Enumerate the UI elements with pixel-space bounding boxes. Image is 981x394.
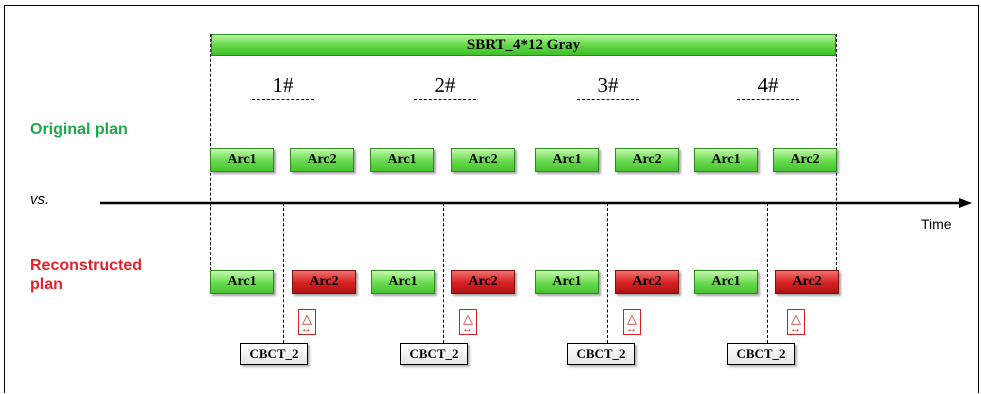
delta-shift-icon: △↔ [787, 309, 805, 335]
fraction-underline-2 [414, 99, 476, 100]
cbct-dashed-line-4 [767, 203, 768, 343]
reconstructed-arc2-fraction4: Arc2 [775, 270, 839, 294]
fractionation-banner: SBRT_4*12 Gray [211, 34, 836, 56]
diagram-frame [4, 5, 979, 393]
cbct-box-4: CBCT_2 [727, 343, 795, 365]
delta-shift-icon: △↔ [298, 309, 316, 335]
reconstructed-arc1-fraction2: Arc1 [371, 270, 435, 294]
fraction-underline-4 [737, 99, 799, 100]
original-arc2-fraction3: Arc2 [615, 148, 679, 172]
fraction-label-2: 2# [434, 73, 456, 97]
fraction-label-1: 1# [272, 73, 294, 97]
fraction-underline-1 [252, 99, 314, 100]
reconstructed-arc1-fraction1: Arc1 [210, 270, 274, 294]
original-plan-label: Original plan [30, 121, 128, 138]
reconstructed-arc2-fraction3: Arc2 [615, 270, 679, 294]
reconstructed-arc1-fraction4: Arc1 [694, 270, 758, 294]
fraction-underline-3 [577, 99, 639, 100]
original-arc2-fraction2: Arc2 [451, 148, 515, 172]
reconstructed-arc1-fraction3: Arc1 [535, 270, 599, 294]
original-arc1-fraction1: Arc1 [210, 148, 274, 172]
vs-label: vs. [30, 191, 50, 208]
time-label: Time [921, 216, 952, 232]
delta-shift-icon: △↔ [623, 309, 641, 335]
reconstructed-plan-label-line1: Reconstructed [30, 257, 143, 274]
reconstructed-plan-label-line2: plan [30, 276, 63, 293]
cbct-dashed-line-2 [443, 203, 444, 343]
original-arc2-fraction4: Arc2 [773, 148, 837, 172]
original-arc1-fraction4: Arc1 [694, 148, 758, 172]
reconstructed-arc2-fraction1: Arc2 [292, 270, 356, 294]
cbct-box-3: CBCT_2 [567, 343, 635, 365]
cbct-dashed-line-3 [607, 203, 608, 343]
reconstructed-arc2-fraction2: Arc2 [451, 270, 515, 294]
fraction-label-4: 4# [757, 73, 779, 97]
original-arc1-fraction3: Arc1 [535, 148, 599, 172]
cbct-dashed-line-1 [283, 203, 284, 343]
cbct-box-2: CBCT_2 [400, 343, 468, 365]
time-axis-arrow [100, 198, 972, 208]
delta-shift-icon: △↔ [459, 309, 477, 335]
fraction-label-3: 3# [597, 73, 619, 97]
cbct-box-1: CBCT_2 [240, 343, 308, 365]
original-arc2-fraction1: Arc2 [290, 148, 354, 172]
original-arc1-fraction2: Arc1 [370, 148, 434, 172]
